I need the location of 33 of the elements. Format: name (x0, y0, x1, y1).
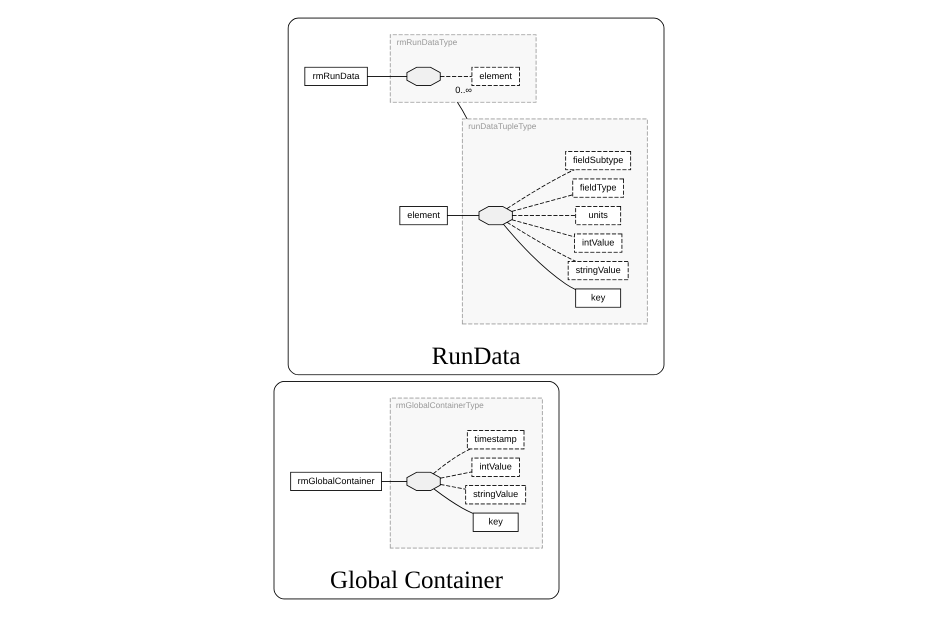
connector (439, 471, 472, 479)
node-box: fieldSubtype (564, 151, 631, 170)
connector (506, 222, 576, 262)
connector (506, 169, 574, 210)
node-box: intValue (574, 234, 622, 253)
connector (366, 76, 407, 77)
node-octagon (406, 472, 440, 491)
node-box: element (398, 206, 448, 226)
node-box: rmGlobalContainer (290, 472, 382, 491)
connector (433, 488, 473, 514)
connector (502, 224, 576, 290)
node-box: units (574, 206, 621, 226)
node-box: key (472, 512, 518, 532)
connector (439, 76, 472, 77)
node-box: timestamp (466, 430, 524, 450)
node-octagon (406, 66, 440, 86)
connector (510, 194, 572, 212)
connector (510, 219, 574, 238)
connector (432, 448, 470, 474)
connector (512, 215, 576, 216)
node-box: rmRunData (304, 66, 368, 86)
node-box: fieldType (572, 178, 624, 198)
connector (456, 102, 468, 120)
node-label: 0..∞ (454, 84, 472, 95)
node-octagon (478, 206, 512, 226)
node-box: element (471, 66, 520, 86)
connector (380, 481, 407, 482)
node-box: key (574, 288, 621, 308)
node-box: intValue (471, 458, 520, 477)
connector (446, 215, 479, 216)
node-box: stringValue (567, 261, 628, 280)
connector (439, 484, 466, 490)
node-box: stringValue (464, 485, 526, 504)
